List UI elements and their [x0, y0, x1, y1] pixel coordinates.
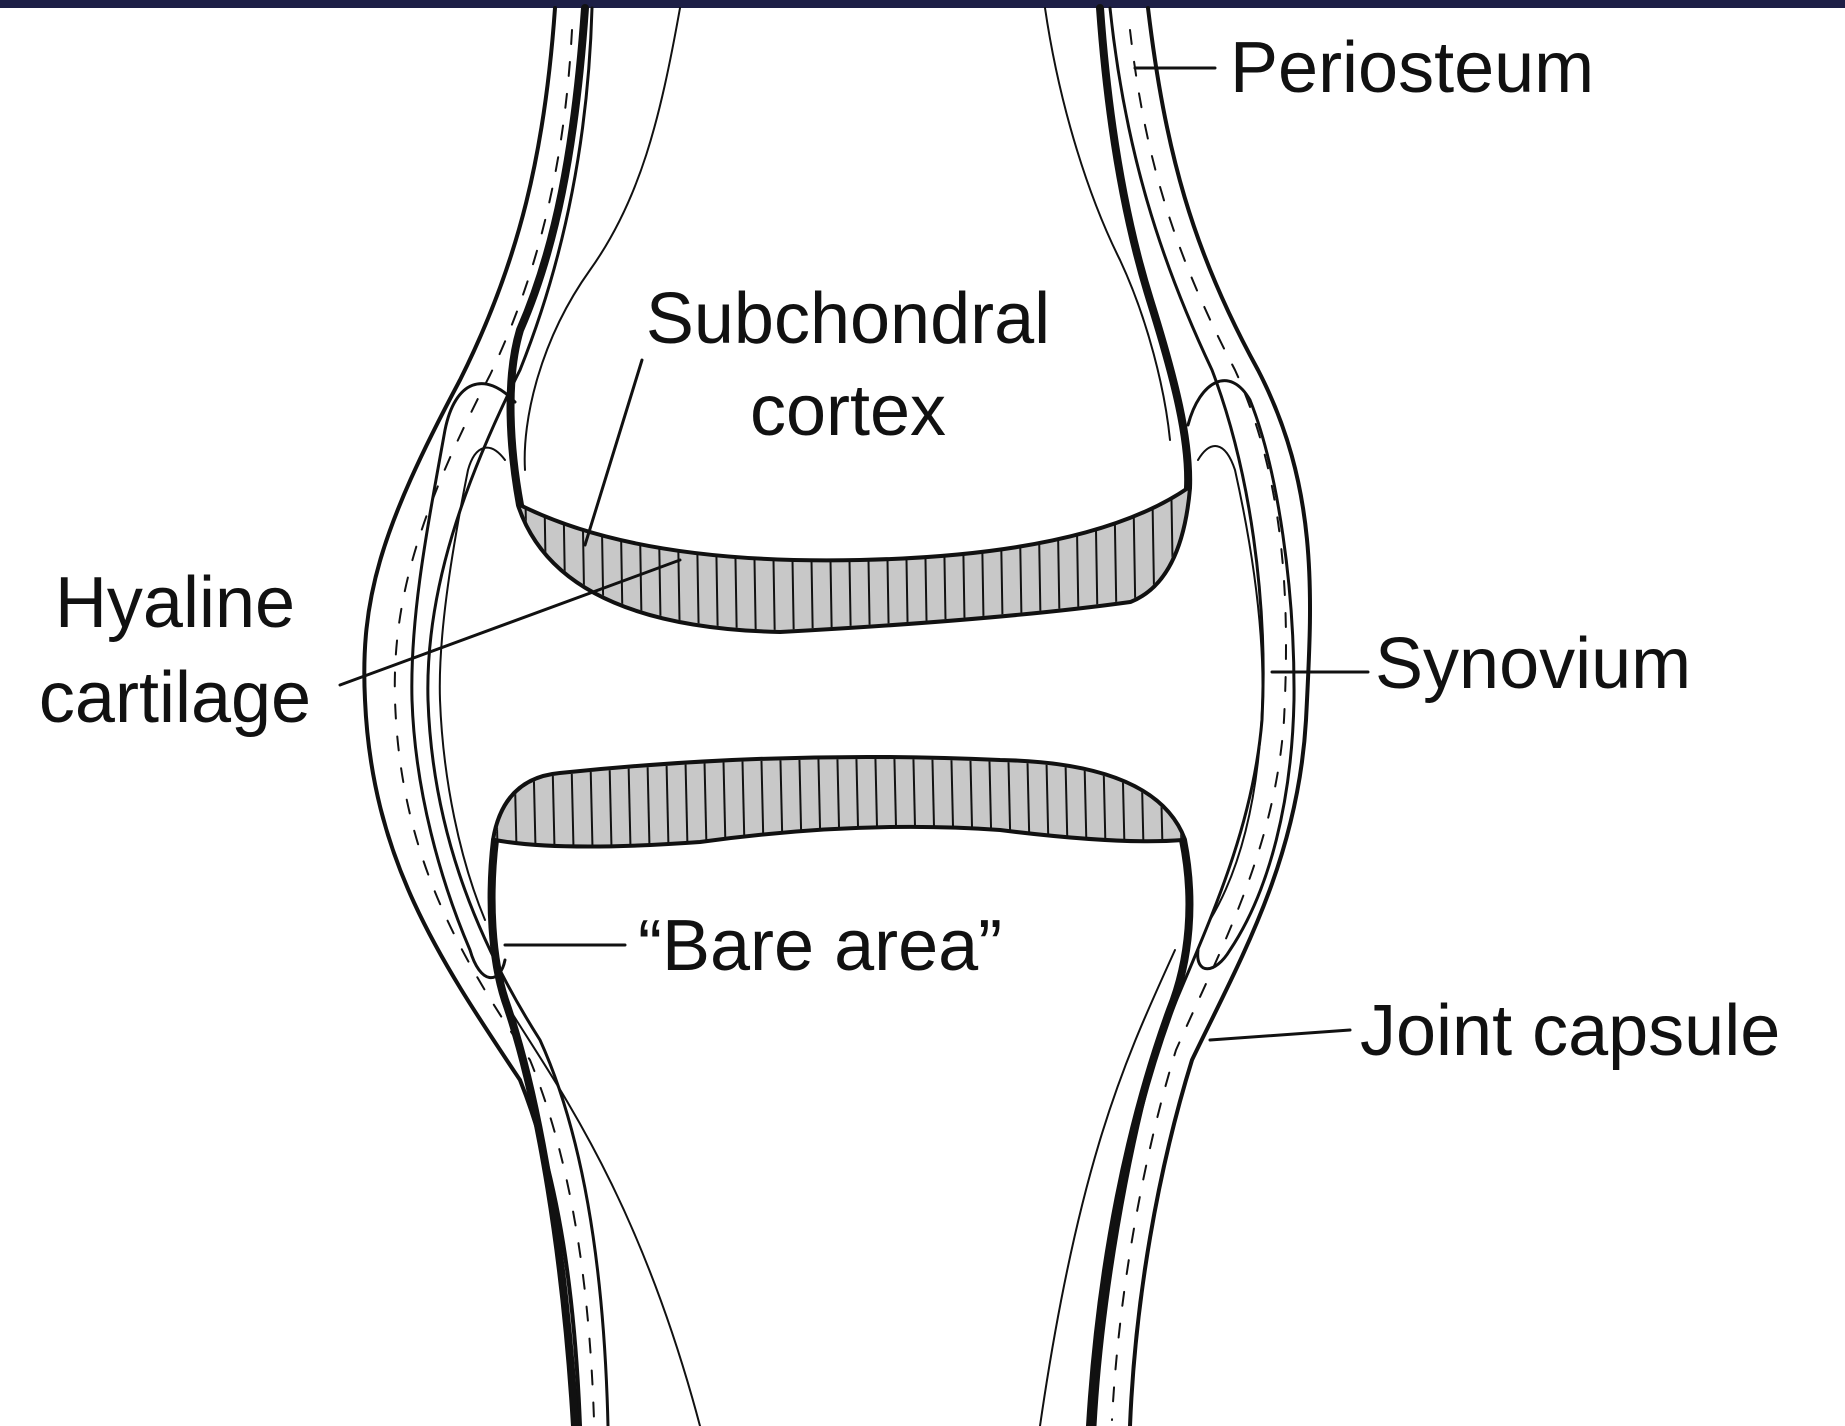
synovium-right-inner [1198, 446, 1263, 920]
capsule-texture [395, 30, 1286, 1420]
lower-bone-cortex [495, 759, 1189, 1426]
lower-hyaline-cartilage [480, 740, 1200, 870]
label-joint-capsule: Joint capsule [1360, 991, 1780, 1071]
cartilage-hatch-line [544, 470, 547, 650]
label-synovium: Synovium [1375, 624, 1691, 704]
label-periosteum: Periosteum [1230, 28, 1594, 108]
lower-bone-cortex-left [492, 840, 575, 1426]
cartilage-hatch-line [525, 470, 528, 650]
leader-joint-capsule [1210, 1030, 1350, 1040]
label-bare-area: “Bare area” [638, 906, 1002, 986]
label-subchondral-line1: Subchondral [646, 279, 1050, 359]
label-hyaline-line1: Hyaline [55, 563, 295, 643]
label-subchondral-line2: cortex [750, 371, 946, 451]
label-hyaline-line2: cartilage [39, 658, 311, 738]
lower-bone-medulla-line-right [1040, 950, 1175, 1426]
capsule-right-inner [1095, 8, 1263, 1426]
leader-subchondral [585, 360, 642, 545]
capsule-right-outer [1130, 8, 1310, 1426]
leader-hyaline [340, 560, 680, 685]
capsule-left-inner [428, 8, 608, 1426]
